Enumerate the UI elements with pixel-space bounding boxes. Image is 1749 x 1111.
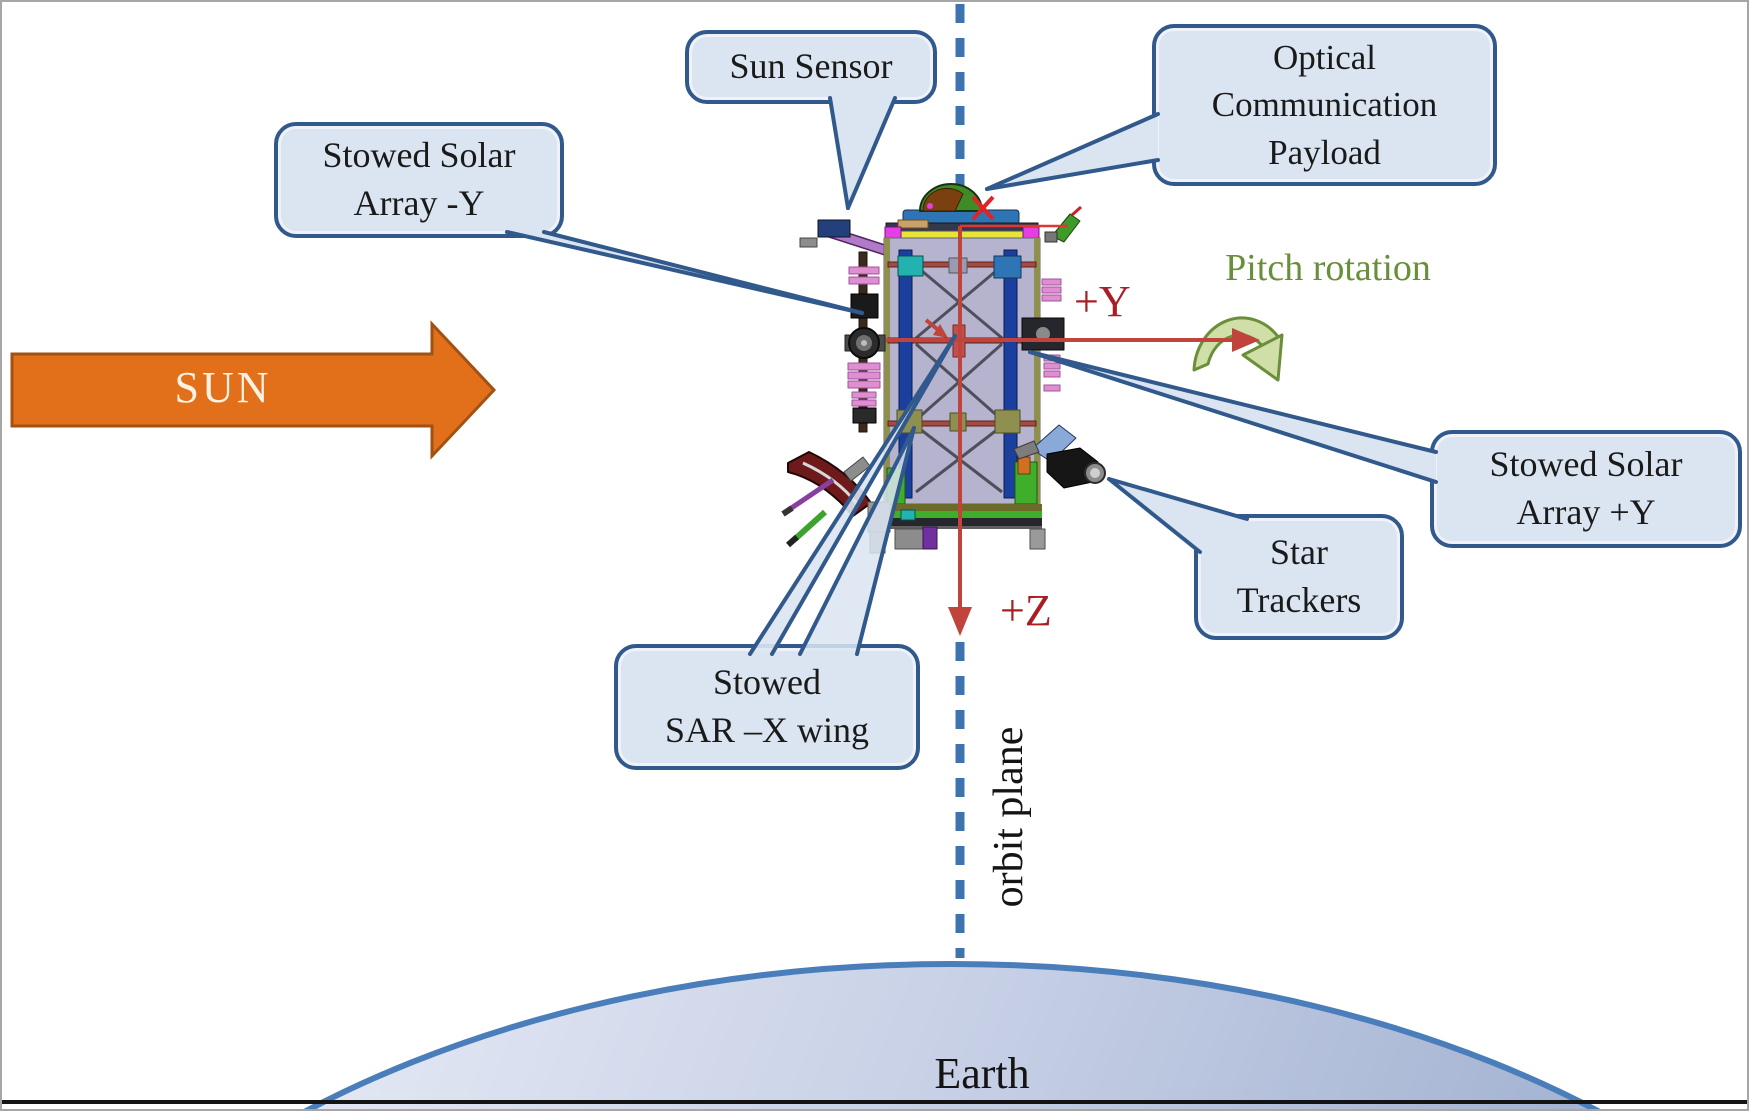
plus-z-axis-label: +Z bbox=[1000, 586, 1052, 635]
stowed-sar-wing-device bbox=[781, 451, 891, 548]
plus-z-arrowhead bbox=[948, 607, 972, 636]
callout-line: Sun Sensor bbox=[729, 46, 893, 87]
callout-line: Stowed Solar bbox=[322, 135, 516, 176]
satellite-illustration bbox=[781, 183, 1106, 554]
orbit-plane-label: orbit plane bbox=[986, 726, 1032, 908]
bottom-rule bbox=[2, 1100, 1747, 1104]
optical-payload-dome bbox=[919, 183, 995, 221]
callout-line: Communication bbox=[1211, 85, 1438, 125]
callout-line: Array -Y bbox=[353, 183, 485, 223]
sun-arrow bbox=[10, 320, 497, 460]
callout-line: SAR –X wing bbox=[664, 710, 870, 750]
callout-stowed-solar-array-plus-y: Stowed Solar Array +Y bbox=[1430, 430, 1742, 548]
callout-line: Payload bbox=[1268, 132, 1381, 172]
earth-shape bbox=[303, 961, 1601, 1109]
stowed-solar-array-minus-y-device bbox=[844, 251, 886, 433]
sun-sensor-device bbox=[817, 219, 851, 238]
sun-label: SUN bbox=[174, 363, 272, 412]
callout-stowed-solar-array-minus-y: Stowed Solar Array -Y bbox=[274, 122, 564, 238]
callout-sun-sensor: Sun Sensor bbox=[685, 30, 937, 104]
callout-line: Optical bbox=[1272, 38, 1377, 78]
earth-label: Earth bbox=[934, 1049, 1030, 1098]
callout-stowed-sar-wing: Stowed SAR –X wing bbox=[614, 644, 920, 770]
callout-line: Array +Y bbox=[1516, 492, 1656, 532]
plus-y-axis-label: +Y bbox=[1074, 277, 1131, 326]
pitch-rotation-label: Pitch rotation bbox=[1225, 247, 1431, 289]
callout-line: Star bbox=[1270, 532, 1328, 573]
callout-line: Trackers bbox=[1236, 580, 1362, 620]
callout-optical-communication-payload: Optical Communication Payload bbox=[1152, 24, 1497, 186]
pitch-rotation-arrow bbox=[1192, 316, 1281, 372]
plus-y-arrowhead bbox=[1232, 328, 1260, 352]
callout-star-trackers: Star Trackers bbox=[1194, 514, 1404, 640]
callout-line: Stowed bbox=[713, 662, 821, 703]
callout-line: Stowed Solar bbox=[1489, 444, 1683, 485]
